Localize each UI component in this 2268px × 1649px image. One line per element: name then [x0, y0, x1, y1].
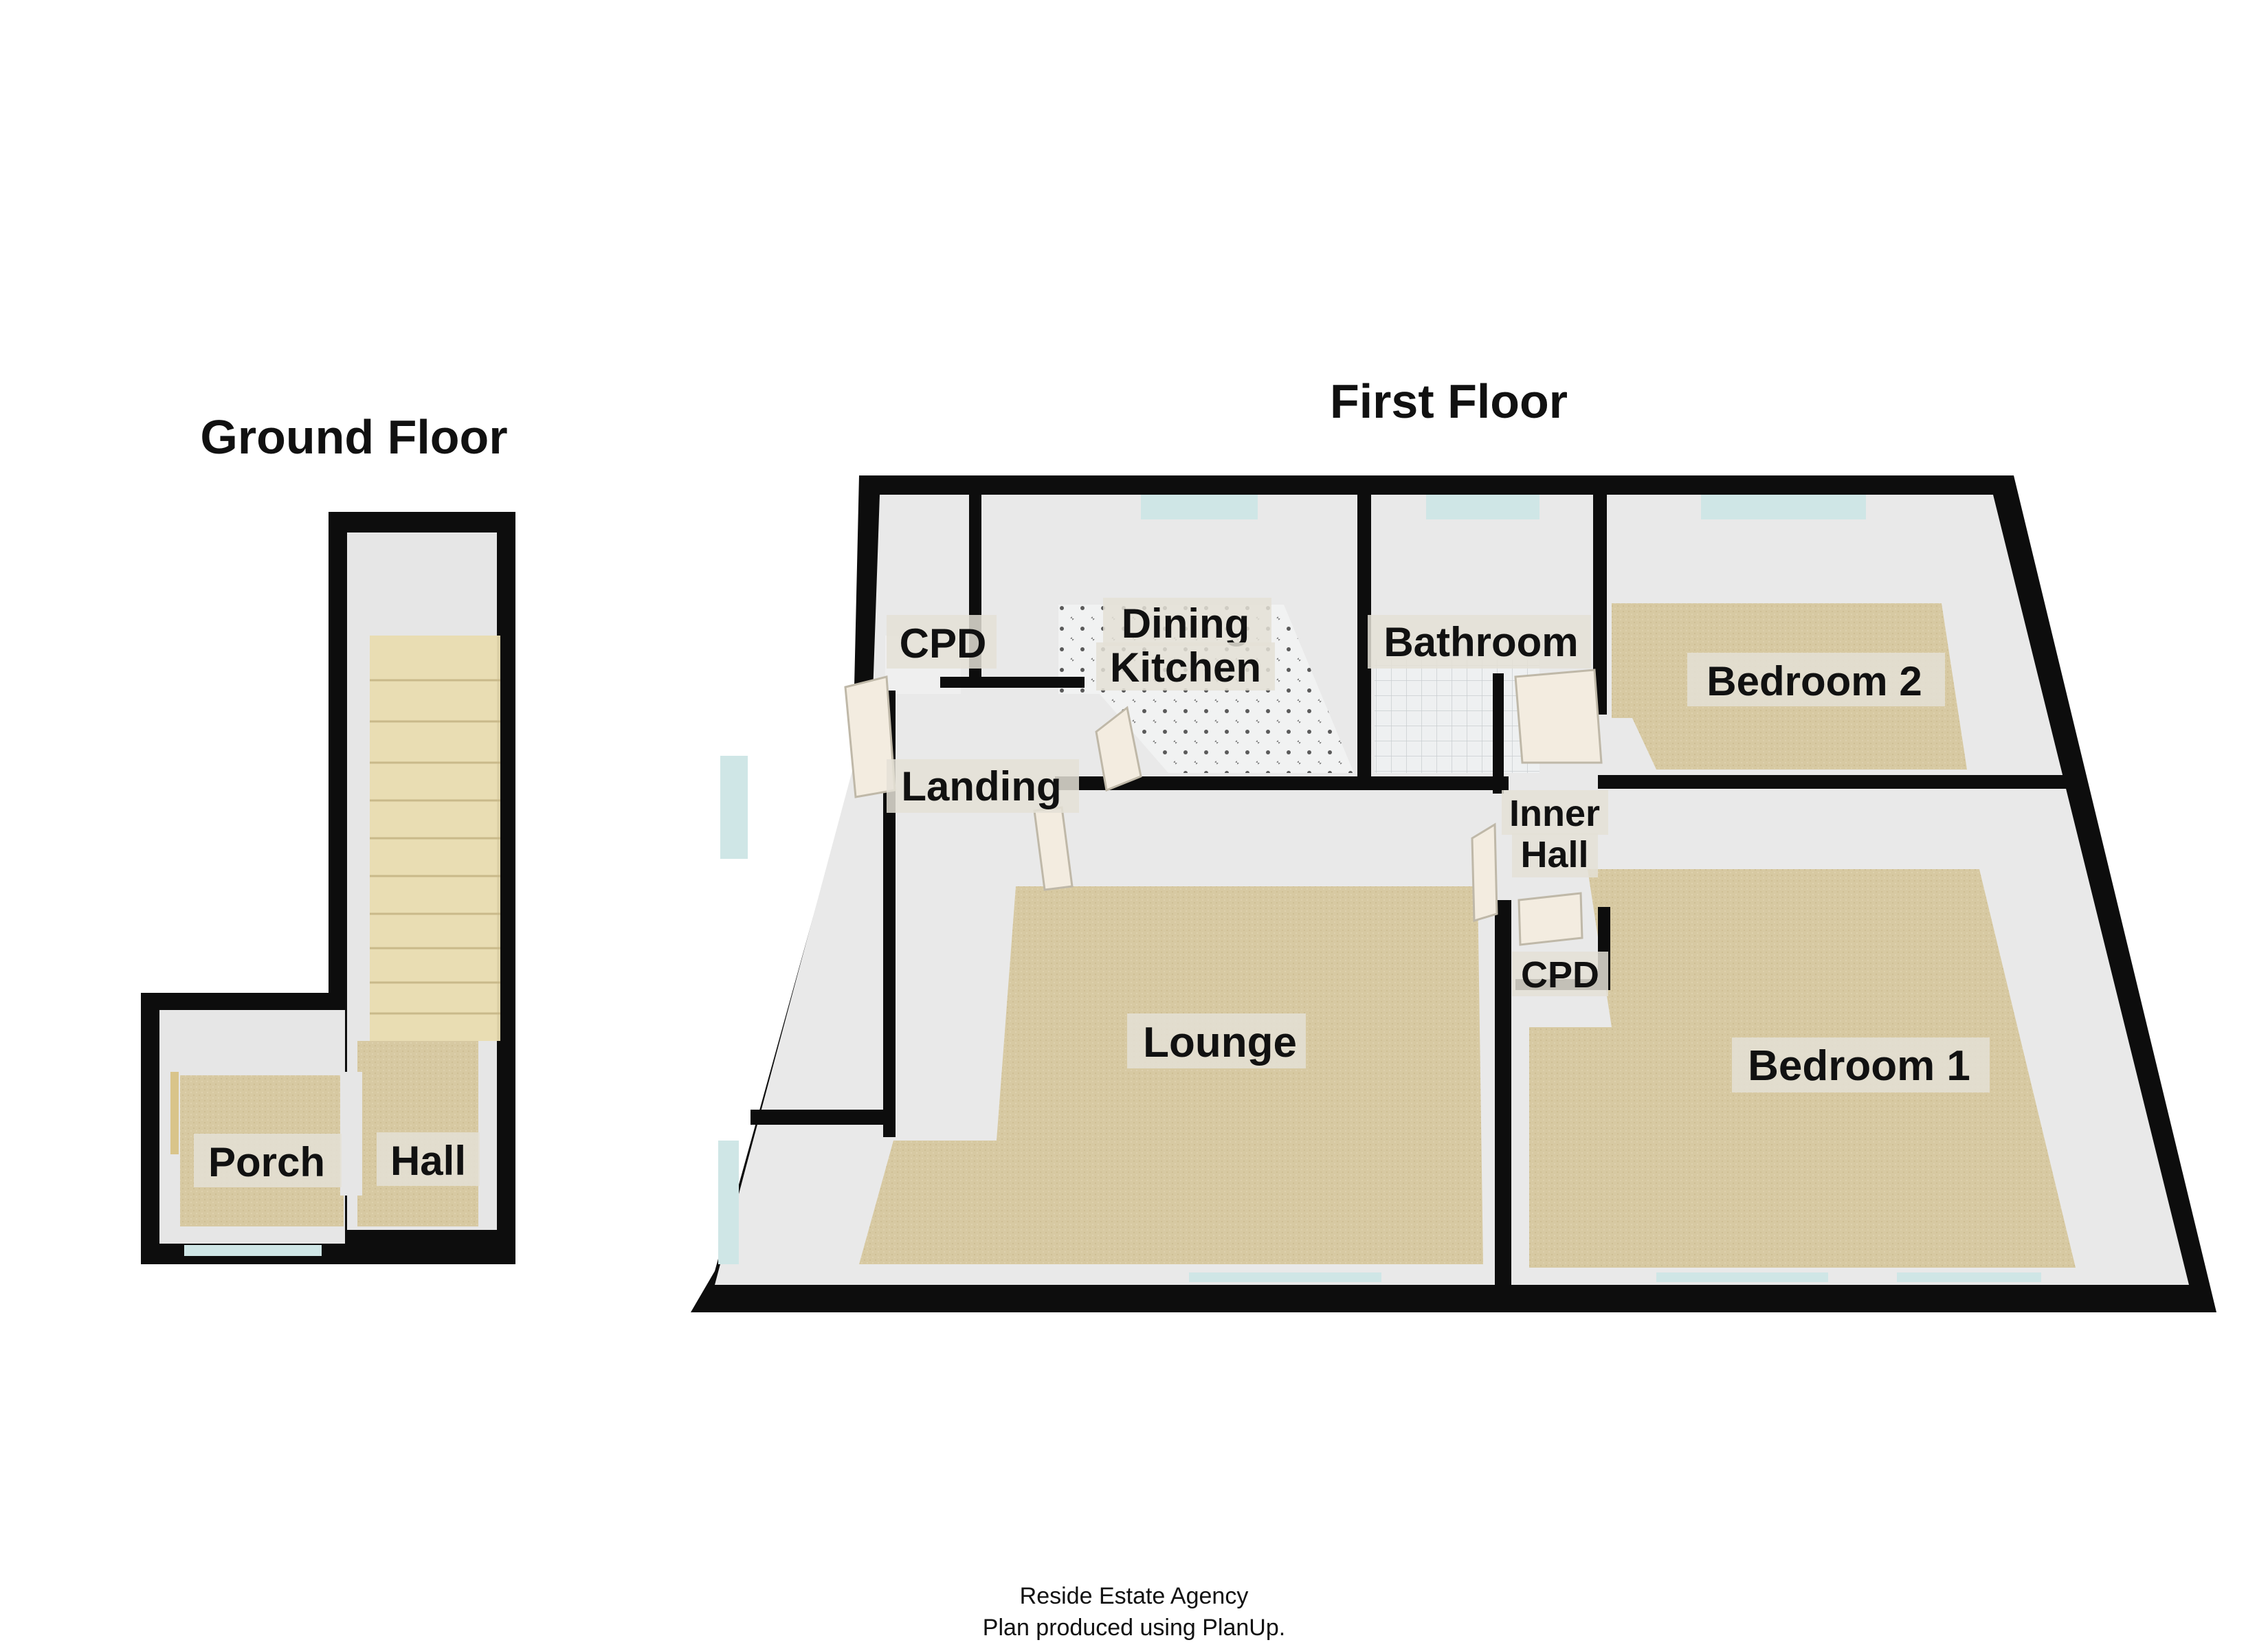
ground-floor	[141, 512, 515, 1264]
cpd-right-label: CPD	[1521, 954, 1599, 996]
inner-hall-label-2: Hall	[1520, 834, 1588, 875]
bathroom-label: Bathroom	[1383, 619, 1578, 665]
porch-door	[170, 1072, 179, 1154]
lounge-floor	[859, 886, 1483, 1264]
inner-hall-label-1: Inner	[1509, 793, 1600, 834]
footer-credit: Plan produced using PlanUp.	[982, 1615, 1286, 1641]
cpd-left-label: CPD	[900, 620, 987, 666]
first-floor-title: First Floor	[1330, 374, 1568, 428]
first-floor	[691, 475, 2216, 1312]
lounge-label: Lounge	[1143, 1019, 1297, 1066]
ground-floor-title: Ground Floor	[200, 410, 507, 464]
porch-window	[184, 1245, 322, 1256]
landing-label: Landing	[901, 763, 1061, 809]
staircase	[370, 636, 500, 1041]
bedroom1-label: Bedroom 1	[1748, 1042, 1970, 1090]
doors	[844, 669, 1603, 946]
windows	[718, 495, 2041, 1282]
bedroom2-label: Bedroom 2	[1706, 658, 1922, 704]
footer-agency: Reside Estate Agency	[1019, 1583, 1249, 1609]
room-labels: Porch Hall CPD Dining Kitchen Bathroom B…	[194, 598, 1990, 1187]
footer: Reside Estate Agency Plan produced using…	[0, 1580, 2268, 1644]
dining-kitchen-label-1: Dining	[1122, 601, 1250, 647]
porch-label: Porch	[208, 1139, 325, 1185]
dining-kitchen-label-2: Kitchen	[1110, 644, 1261, 691]
hall-label: Hall	[390, 1138, 466, 1184]
